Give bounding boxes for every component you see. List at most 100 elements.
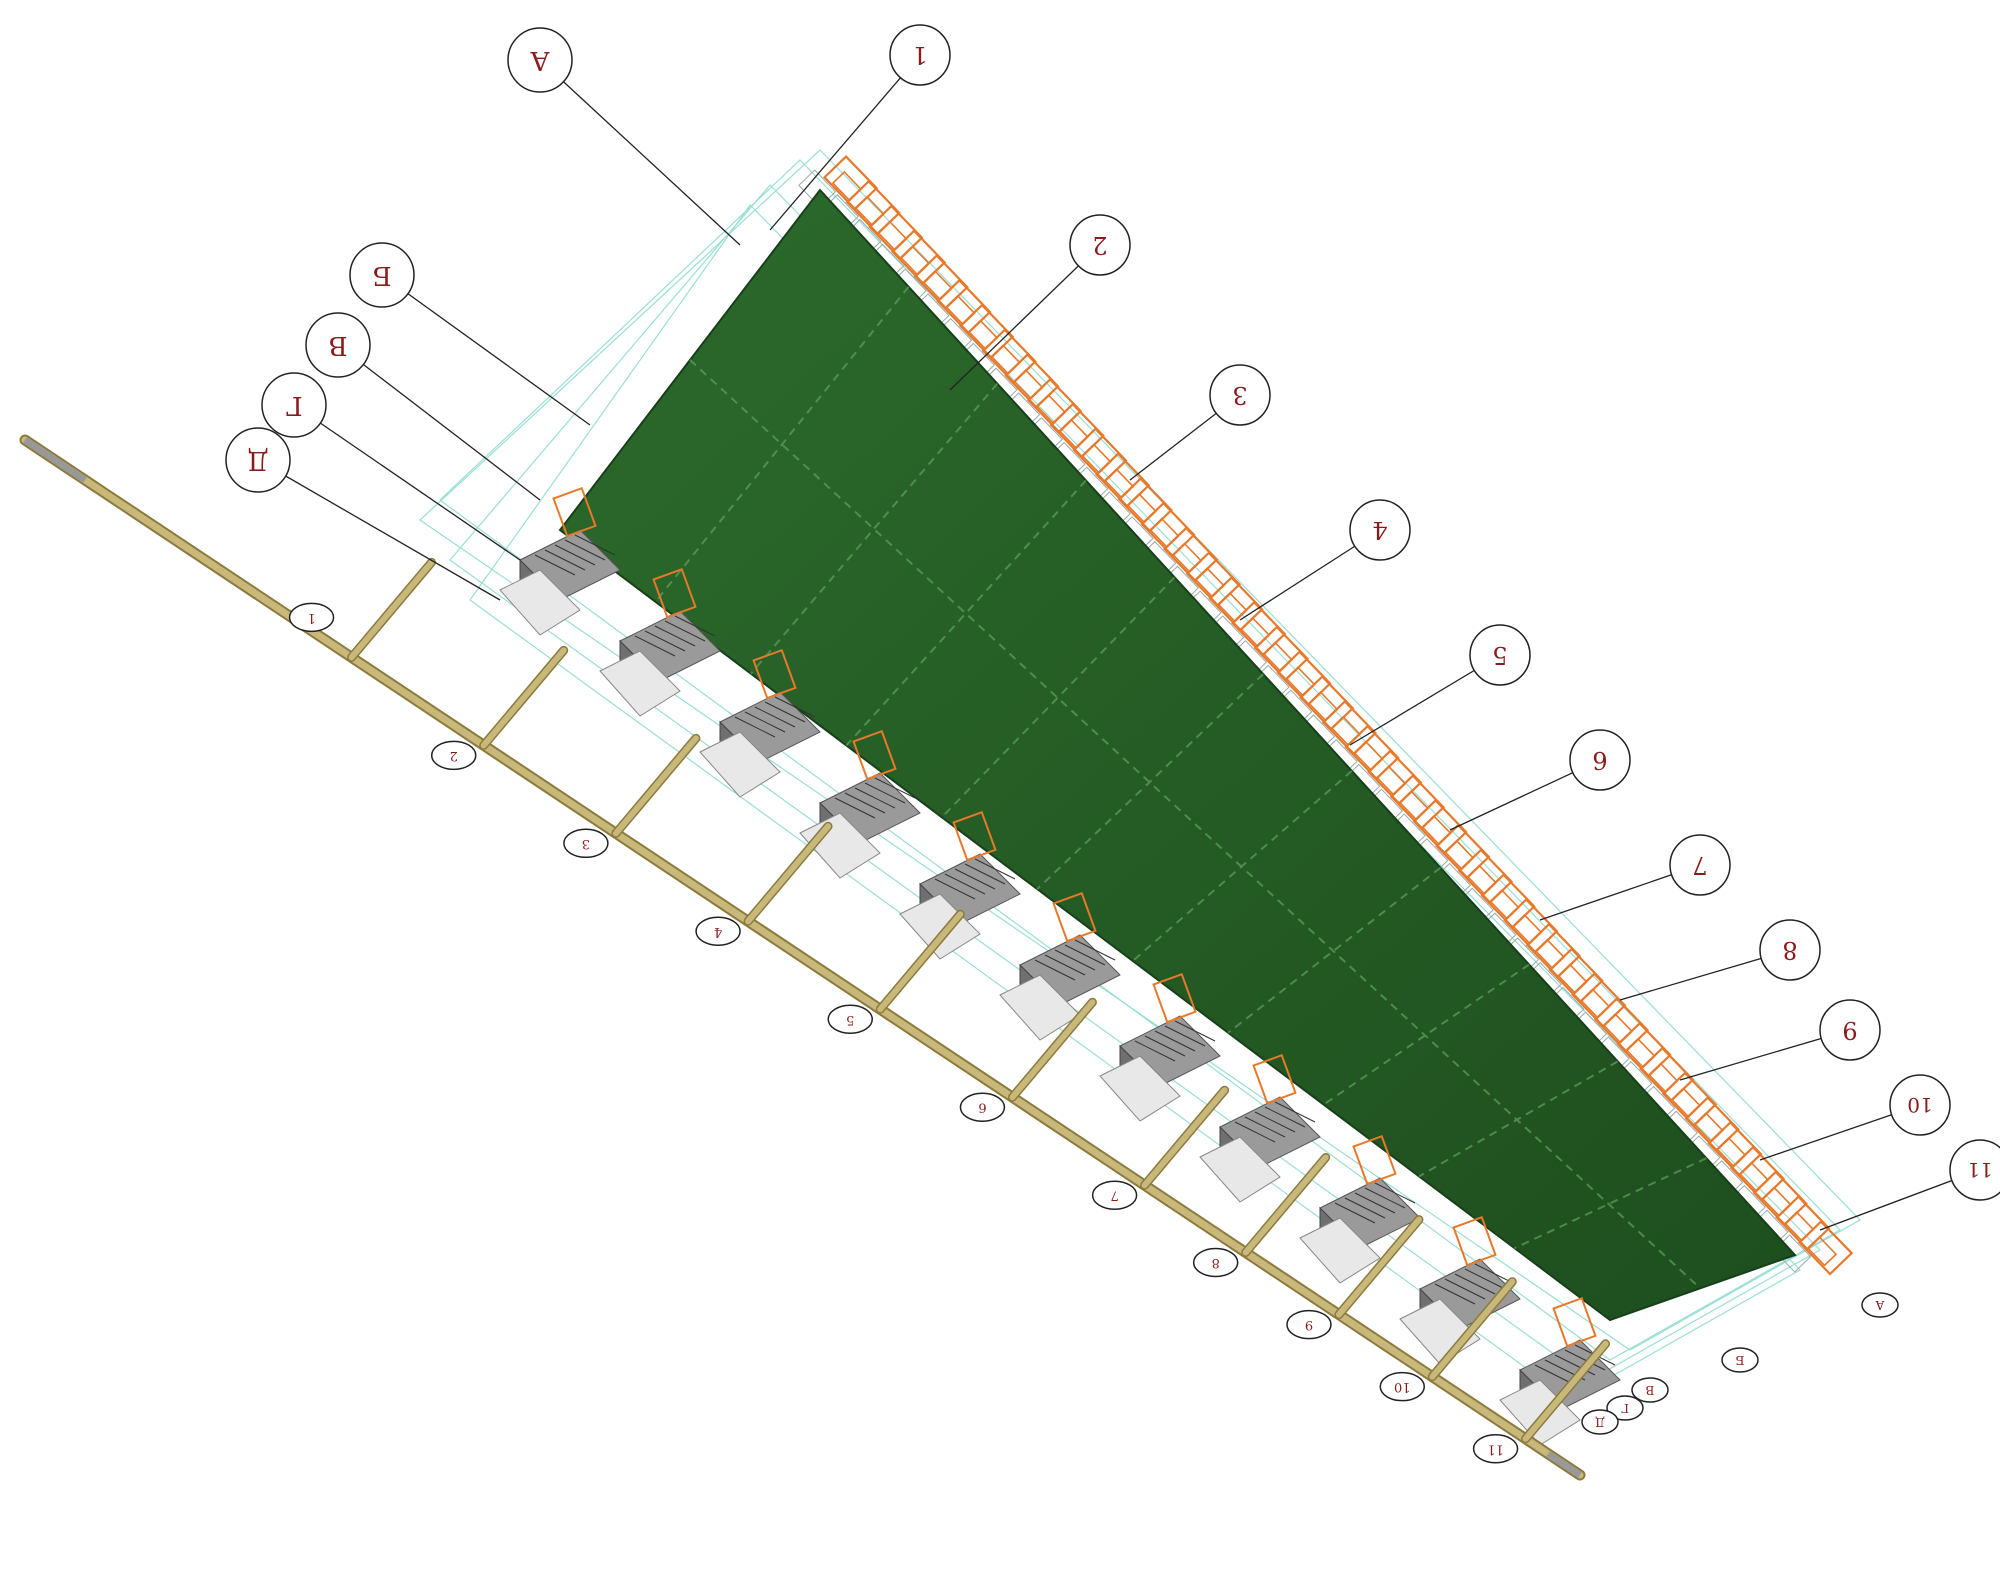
pipe-number-bubble-10: 10 [1379,1371,1426,1402]
svg-text:5: 5 [1492,641,1507,669]
top-number-bubble-8: 8 [1759,919,1821,981]
top-number-bubble-7: 7 [1669,834,1731,896]
slab-midline [689,359,1701,1289]
slab-joint-line [750,382,999,675]
svg-text:3: 3 [1232,381,1247,409]
svg-text:Б: Б [1735,1353,1744,1367]
pipe-number-bubble-5: 5 [827,1004,873,1034]
slab-section-lines [654,286,1707,1289]
slab-joint-line [654,286,910,603]
main-pipe [21,436,1584,1479]
branch-pipe [1141,1087,1228,1189]
branch-pipe [1009,999,1096,1101]
top-number-bubble-11: 11 [1949,1139,2000,1201]
stair-block [999,891,1121,1041]
pipe-number-bubble-9: 9 [1286,1309,1332,1340]
branch-pipe [480,647,567,749]
corner-letter-bubble-5: Д [1581,1409,1619,1435]
svg-text:6: 6 [978,1100,986,1115]
pipe-number-bubble-11: 11 [1472,1434,1519,1464]
branch-pipe [1242,1154,1329,1256]
svg-text:1: 1 [912,41,927,69]
leader-line [293,404,521,561]
stair-block [1099,972,1221,1122]
svg-text:11: 11 [1967,1158,1992,1182]
pipe-number-bubble-2: 2 [430,740,477,771]
slab-joint-line [1227,866,1442,1034]
top-number-bubble-10: 10 [1889,1074,1951,1136]
svg-text:4: 4 [1372,516,1387,544]
stair-block [1199,1053,1321,1203]
slab-joint-line [845,479,1087,747]
svg-text:7: 7 [1110,1188,1118,1203]
branch-pipe [745,823,832,925]
branch-pipe [877,911,964,1013]
stair-block [899,810,1021,960]
leader-line [949,244,1101,391]
svg-text:В: В [1645,1383,1654,1397]
svg-text:7: 7 [1692,851,1707,879]
stair-block [599,567,721,717]
axis-bubble-3: В [305,312,371,378]
pipe-number-bubble-6: 6 [959,1092,1006,1122]
svg-text:6: 6 [1592,746,1607,774]
leader-line [337,344,541,501]
svg-text:В: В [328,330,347,360]
corner-letter-bubble-4: Г [1606,1395,1644,1421]
slab-joint-line [1036,673,1264,890]
svg-text:А: А [1875,1298,1884,1312]
svg-text:А: А [530,45,550,75]
branch-pipe [612,735,699,837]
stair-block [1399,1215,1521,1365]
axis-bubble-5: Д [225,427,291,493]
leader-line [769,54,921,231]
svg-text:11: 11 [1487,1441,1504,1456]
pipe-end-cap-left [23,437,87,483]
pipe-number-bubble-4: 4 [695,916,741,947]
svg-text:Г: Г [1621,1401,1629,1415]
corner-letter-bubble-3: В [1631,1377,1669,1403]
branch-pipe [1335,1216,1422,1318]
leader-line [381,274,591,426]
svg-text:8: 8 [1782,936,1797,964]
pipe-end-cap-right [1546,1451,1582,1478]
corner-letter-bubble-2: Б [1721,1347,1759,1373]
axis-bubble-1: А [507,27,573,93]
top-number-bubble-5: 5 [1469,624,1531,686]
axis-bubble-2: Б [349,242,415,308]
corner-letter-bubble-1: А [1861,1292,1899,1318]
svg-text:Б: Б [372,260,391,290]
svg-text:8: 8 [1212,1255,1220,1270]
slab-joint-line [1132,770,1353,962]
svg-text:2: 2 [450,748,458,763]
branch-pipe [1429,1278,1516,1380]
top-number-bubble-2: 2 [1069,214,1131,276]
svg-text:9: 9 [1842,1016,1857,1044]
pipe-number-bubble-7: 7 [1091,1180,1138,1210]
top-number-bubble-4: 4 [1349,499,1411,561]
stair-block [1299,1134,1421,1284]
axis-bubble-4: Г [261,372,327,438]
leader-line [539,59,741,246]
svg-text:4: 4 [714,924,722,939]
svg-text:3: 3 [582,836,590,851]
svg-text:Д: Д [247,445,268,475]
pipe-number-bubble-3: 3 [563,828,609,859]
pipe-number-bubble-1: 1 [288,602,335,633]
pipe-number-bubble-8: 8 [1192,1247,1239,1278]
svg-text:9: 9 [1305,1317,1313,1332]
axis-pipe [19,434,1611,1481]
top-number-bubble-9: 9 [1819,999,1881,1061]
letter-axis-bubbles: А Б ВГД [225,27,573,493]
pipe-number-bubbles: 1 2 3 4 5 6 7 8 9 10 11 [288,602,1519,1464]
svg-text:10: 10 [1907,1093,1932,1117]
svg-text:Г: Г [285,390,302,420]
slab-joint-line [1514,1157,1707,1250]
top-number-bubble-3: 3 [1209,364,1271,426]
branch-pipe [348,559,435,661]
branch-pipe [1522,1340,1609,1442]
stair-block [499,486,621,636]
svg-text:2: 2 [1092,231,1107,259]
svg-text:Д: Д [1595,1415,1605,1429]
